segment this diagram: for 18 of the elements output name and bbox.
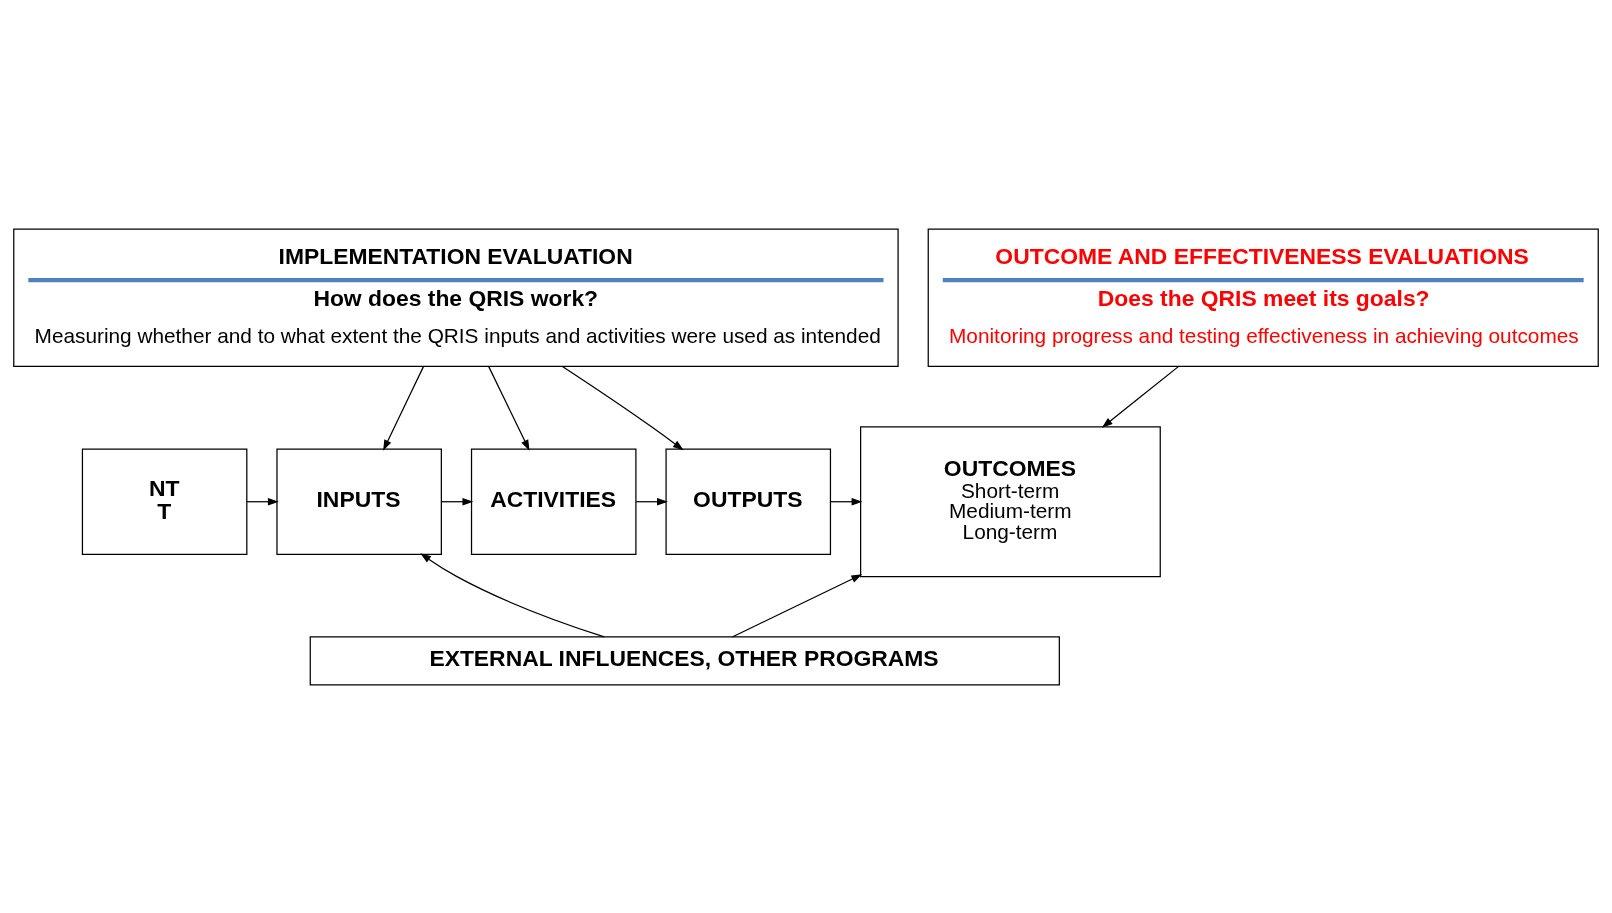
arrow	[830, 497, 863, 506]
node-box: EXTERNAL INFLUENCES, OTHER PROGRAMS	[309, 635, 1060, 685]
arrow	[1101, 365, 1179, 428]
arrow	[420, 552, 605, 638]
node-box: IMPLEMENTATION EVALUATION How does the QRIS work? Measuring whether and to what extent the QRIS inputs and activities were used as intended	[13, 228, 899, 367]
node-box: INPUTS	[276, 448, 442, 555]
node-box: OUTPUTS	[665, 448, 832, 555]
arrow	[635, 497, 668, 506]
node-box: OUTCOME AND EFFECTIVENESS EVALUATIONS Does the QRIS meet its goals? Monitoring progress and testing effectiveness in achieving outcomes	[927, 228, 1599, 367]
arrow	[246, 497, 279, 506]
node-box: OUTCOMES Short-term Medium-term Long-term	[860, 425, 1161, 577]
arrow	[731, 573, 863, 638]
arrow	[561, 365, 684, 450]
arrow	[441, 497, 474, 506]
node-box: ACTIVITIES	[470, 448, 637, 555]
arrow	[488, 365, 530, 451]
node-box: NT T	[81, 448, 248, 555]
arrow	[383, 365, 425, 451]
